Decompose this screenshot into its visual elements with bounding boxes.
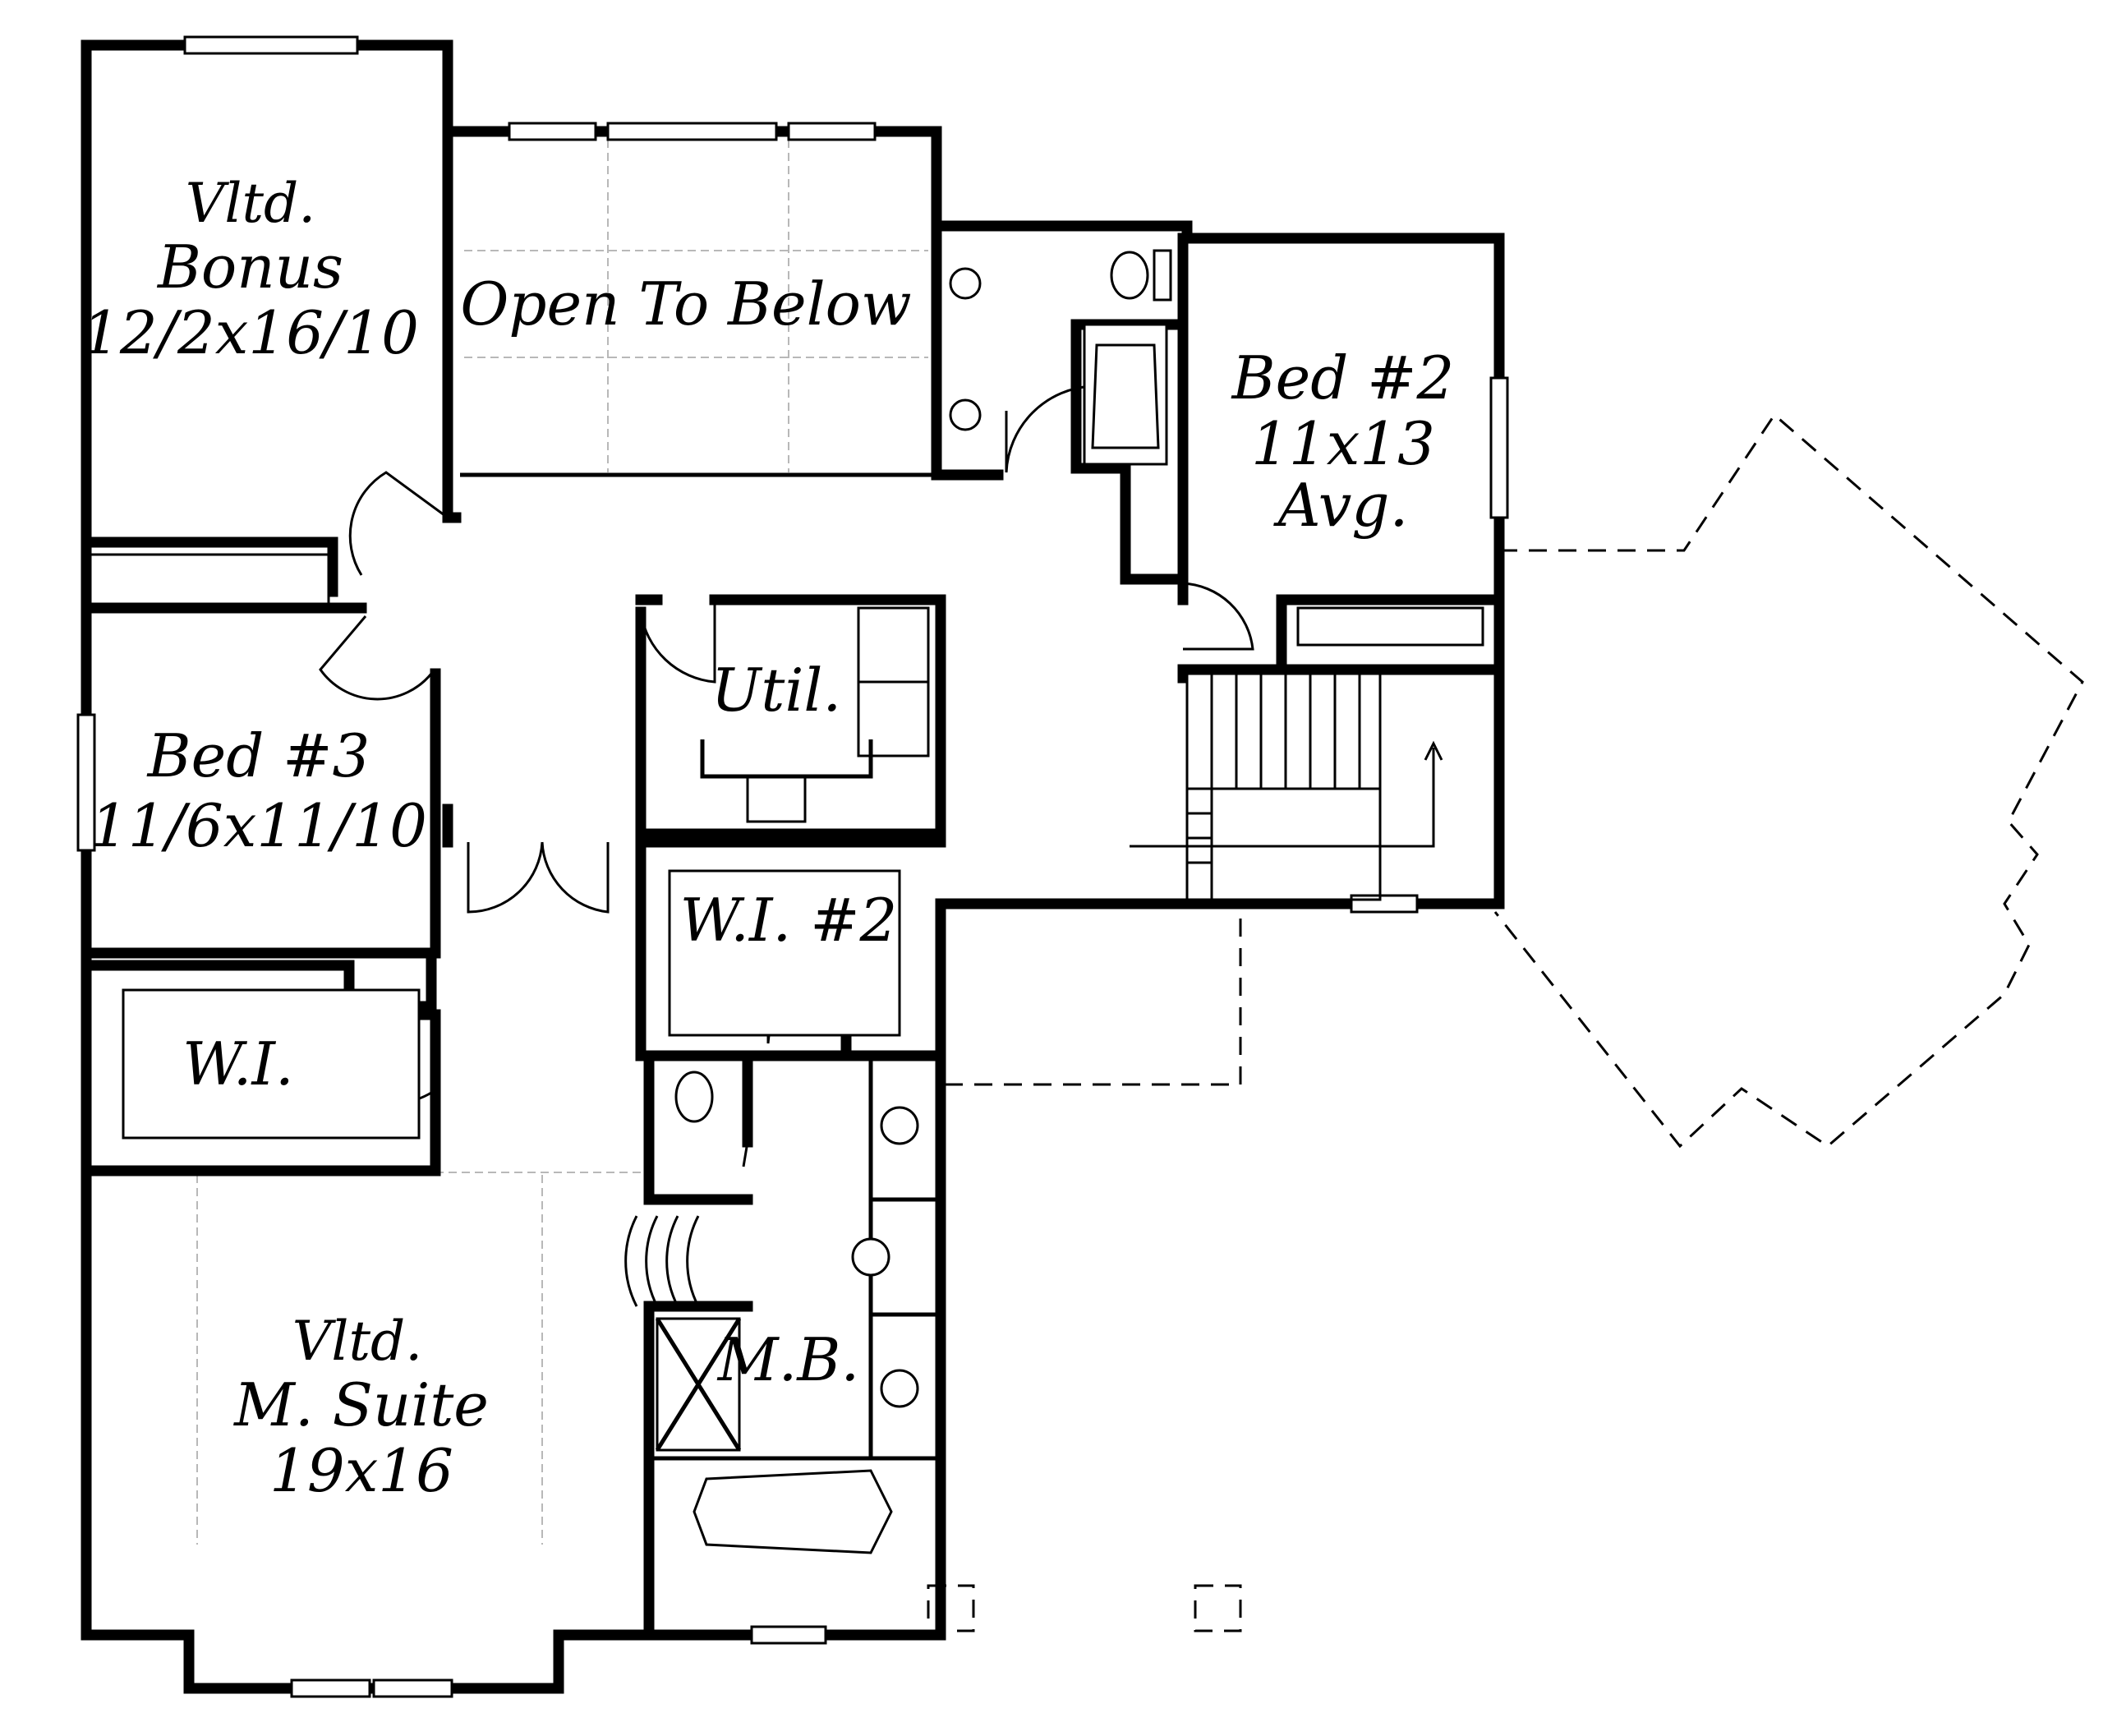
- walls: [81, 39, 1505, 1694]
- bath-fixtures: [122, 249, 1484, 1554]
- bed3-label-line1: Bed #3: [146, 721, 370, 790]
- wi-label: W.I.: [182, 1029, 294, 1098]
- bonus-label-line2: Bonus: [156, 233, 343, 302]
- bed2-label-line1: Bed #2: [1231, 343, 1455, 412]
- roof-outline-dashed: [927, 412, 2084, 1632]
- msuite-label-line3: 19x16: [269, 1436, 453, 1505]
- util-label: Util.: [711, 656, 842, 725]
- staircase: [1130, 672, 1443, 901]
- bed2-label-line3: Avg.: [1273, 471, 1409, 540]
- windows: [76, 35, 1509, 1698]
- bed3-label-line2: 11/6x11/10: [90, 791, 427, 860]
- bonus-label-line3: 12/2x16/10: [82, 298, 419, 367]
- msuite-label-line1: Vltd.: [292, 1310, 423, 1373]
- mb-label: M.B.: [716, 1325, 859, 1394]
- wi2-label: W.I. #2: [680, 886, 898, 955]
- room-labels: Vltd. Bonus 12/2x16/10 Open To Below Bed…: [82, 172, 1454, 1505]
- open-to-below-label: Open To Below: [460, 269, 911, 338]
- msuite-label-line2: M. Suite: [232, 1370, 489, 1439]
- bed2-label-line2: 11x13: [1251, 409, 1435, 478]
- open-to-below-grid: [460, 140, 932, 477]
- suite-vault-lines: [196, 1172, 641, 1545]
- bonus-label-line1: Vltd.: [186, 172, 316, 235]
